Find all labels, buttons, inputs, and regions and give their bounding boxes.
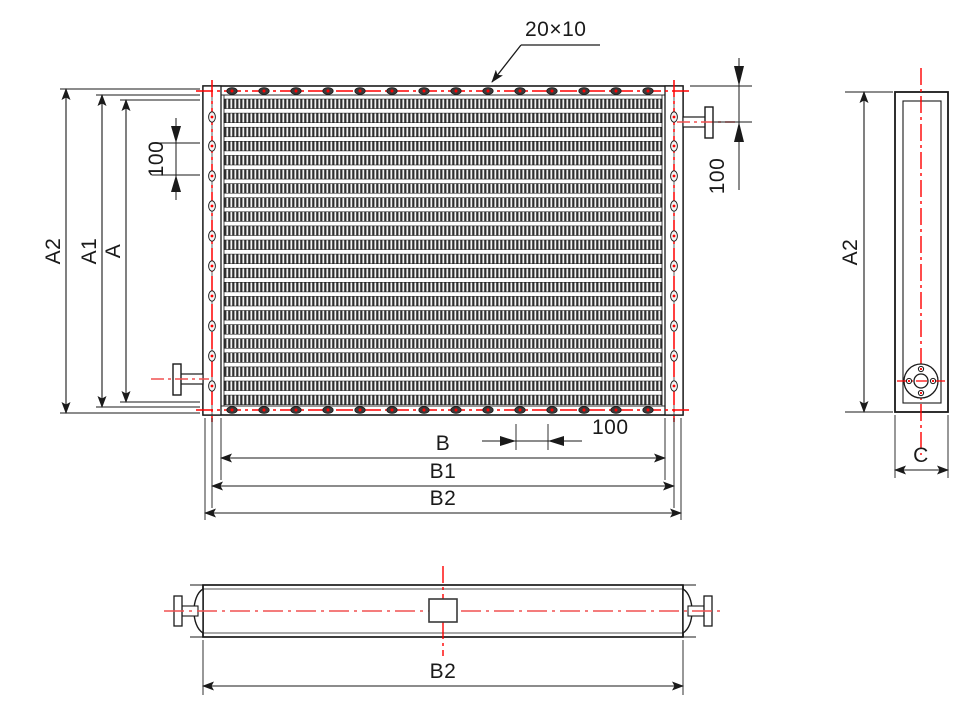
fin-row <box>223 155 663 166</box>
dimension-A2-front: A2 <box>42 88 71 414</box>
fin-row <box>223 169 663 180</box>
fin-row <box>223 352 663 363</box>
fin-row <box>223 394 663 405</box>
front-view <box>151 80 735 422</box>
dimension-B: B <box>220 432 666 463</box>
left-centerline-bolt-column <box>208 80 216 422</box>
bottom-horizontal-dimensions: B B1 B2 100 <box>204 416 682 520</box>
fin-row <box>223 225 663 236</box>
right-inlet-flange <box>677 106 735 139</box>
dimension-B1: B1 <box>211 460 675 491</box>
fin-row <box>223 197 663 208</box>
right-centerline-bolt-column <box>670 80 678 422</box>
fin-row <box>223 211 663 222</box>
dimension-flange-offset-right-label: 100 <box>706 158 729 195</box>
fin-row <box>223 239 663 250</box>
dimension-fin-pitch-left-label: 100 <box>145 141 168 178</box>
dimension-B2-front-label: B2 <box>430 487 457 510</box>
dimension-B-label: B <box>436 432 451 455</box>
center-square-fitting <box>428 598 458 623</box>
dimension-A2-side: A2 <box>839 91 893 413</box>
side-view-flange-detail <box>897 363 945 399</box>
leader-note-label: 20×10 <box>525 18 586 41</box>
fin-row <box>223 296 663 307</box>
side-view-inner-wall <box>902 100 942 404</box>
side-view: A2 C <box>839 68 949 478</box>
dimension-C: C <box>894 415 949 478</box>
finned-tube-core <box>223 98 663 405</box>
dimension-B2-front: B2 <box>204 487 682 518</box>
dimension-A2-front-label: A2 <box>42 238 65 265</box>
dimension-A-front: A <box>102 99 131 403</box>
dimension-B1-label: B1 <box>430 460 457 483</box>
left-bolt-markers <box>208 111 216 392</box>
dimension-A2-side-label: A2 <box>839 239 862 266</box>
dimension-A1-front: A1 <box>78 94 107 408</box>
top-centerline-bolt-row <box>196 87 692 95</box>
fin-row <box>223 380 663 391</box>
fin-row <box>223 126 663 138</box>
left-outlet-flange <box>151 363 209 396</box>
core-frame <box>220 94 666 407</box>
right-bolt-markers <box>670 111 678 392</box>
bottom-bolt-markers <box>226 406 654 414</box>
fin-row <box>223 366 663 377</box>
dimension-flange-offset-right: 100 <box>690 58 752 194</box>
dimension-B2-bottom-label: B2 <box>430 660 457 683</box>
dimension-A1-front-label: A1 <box>78 238 101 265</box>
fin-row <box>223 98 663 109</box>
fin-row <box>223 310 663 321</box>
fin-row <box>223 253 663 264</box>
dimension-tube-pitch-bottom: 100 <box>482 416 629 450</box>
bottom-view: B2 <box>164 566 722 695</box>
fin-row <box>223 267 663 279</box>
dimension-fin-pitch-left: 100 <box>145 118 200 200</box>
leader-note-20x10: 20×10 <box>491 18 600 83</box>
fin-row <box>223 141 663 152</box>
fin-row <box>223 183 663 194</box>
fin-row <box>223 282 663 293</box>
fin-row <box>223 324 663 335</box>
fin-row <box>223 338 663 349</box>
dimension-C-label: C <box>913 444 929 467</box>
dimension-B2-bottom: B2 <box>202 640 684 695</box>
dimension-tube-pitch-bottom-label: 100 <box>592 416 629 439</box>
fin-row <box>223 112 663 123</box>
top-bolt-markers <box>226 87 654 95</box>
bottom-centerline-bolt-row <box>196 406 692 414</box>
left-vertical-dimensions: A2 A1 A 100 <box>42 88 200 414</box>
dimension-A-front-label: A <box>102 244 125 259</box>
